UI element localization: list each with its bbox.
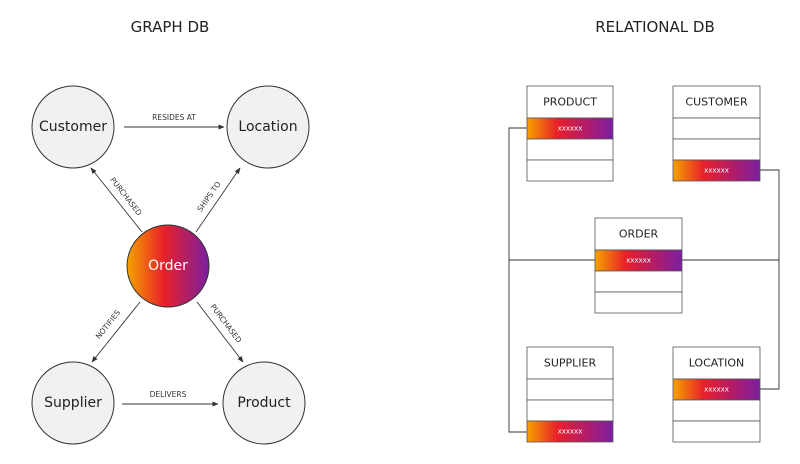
table-supplier-row <box>526 399 614 422</box>
node-supplier-label: Supplier <box>44 395 102 411</box>
table-supplier-row <box>526 378 614 401</box>
table-location: LOCATION xxxxxx <box>672 346 761 443</box>
table-product: PRODUCT xxxxxx <box>526 85 614 182</box>
node-location-circle <box>226 85 310 169</box>
node-product-label: Product <box>237 395 291 411</box>
table-location-key: xxxxxx <box>704 386 729 394</box>
table-order: ORDER xxxxxx <box>594 217 683 314</box>
table-product-key: xxxxxx <box>558 125 583 133</box>
table-location-name: LOCATION <box>689 357 745 370</box>
node-product: Product <box>222 361 306 445</box>
edge-label-notifies: NOTIFIES <box>94 308 122 341</box>
node-customer: Customer <box>31 85 115 169</box>
table-supplier-name: SUPPLIER <box>544 357 597 370</box>
connector-product-supplier <box>508 127 527 433</box>
table-location-row <box>672 399 761 422</box>
table-supplier-header <box>526 346 614 380</box>
table-product-row <box>526 138 614 161</box>
node-product-circle <box>222 361 306 445</box>
table-supplier-key-row <box>526 420 614 443</box>
table-customer-row <box>672 117 761 140</box>
node-customer-circle <box>31 85 115 169</box>
table-customer-key-row <box>672 159 761 182</box>
table-customer-name: CUSTOMER <box>685 96 748 109</box>
node-location: Location <box>226 85 310 169</box>
edge-label-ships-to: SHIPS TO <box>195 180 222 214</box>
table-order-row <box>594 270 683 293</box>
table-order-name: ORDER <box>619 228 659 241</box>
table-product-name: PRODUCT <box>543 96 597 109</box>
node-supplier: Supplier <box>31 361 115 445</box>
edge-product-purchased <box>196 301 244 363</box>
table-location-row <box>672 420 761 443</box>
table-customer: CUSTOMER xxxxxx <box>672 85 761 182</box>
edge-notifies <box>91 301 141 363</box>
connector-customer-location <box>760 169 780 390</box>
graph-db-title: GRAPH DB <box>131 18 210 36</box>
edge-customer-purchased <box>90 167 143 233</box>
edge-label-resides-at: RESIDES AT <box>152 113 196 122</box>
node-customer-label: Customer <box>39 119 107 135</box>
table-customer-header <box>672 85 761 119</box>
edge-ships-to <box>195 167 241 233</box>
table-order-key: xxxxxx <box>626 257 651 265</box>
table-product-header <box>526 85 614 119</box>
table-customer-row <box>672 138 761 161</box>
table-supplier: SUPPLIER xxxxxx <box>526 346 614 443</box>
table-location-header <box>672 346 761 380</box>
node-order-circle <box>126 224 210 308</box>
node-supplier-circle <box>31 361 115 445</box>
table-order-row <box>594 291 683 314</box>
node-order: Order <box>126 224 210 308</box>
relational-db-title: RELATIONAL DB <box>595 18 715 36</box>
table-product-row <box>526 159 614 182</box>
node-location-label: Location <box>238 119 297 135</box>
edge-label-delivers: DELIVERS <box>150 390 187 399</box>
table-customer-key: xxxxxx <box>704 167 729 175</box>
node-order-label: Order <box>148 258 188 274</box>
table-supplier-key: xxxxxx <box>558 428 583 436</box>
